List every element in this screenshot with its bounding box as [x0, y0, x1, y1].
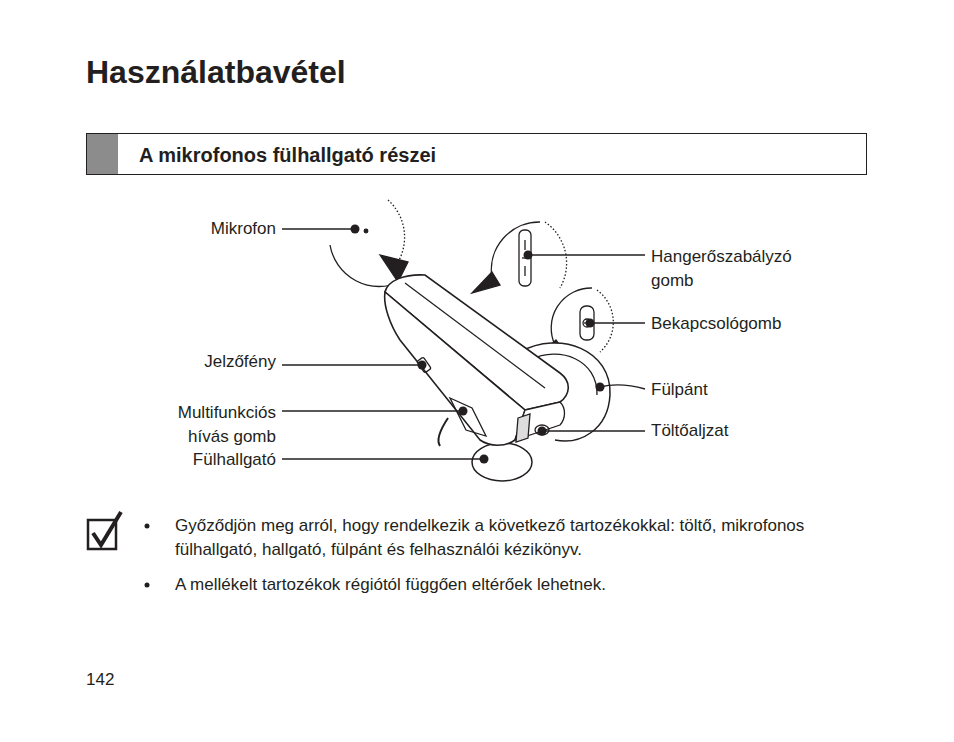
page-number: 142 — [86, 668, 166, 692]
note-text: A mellékelt tartozékok régiótól függően … — [175, 573, 875, 597]
note-text: Győződjön meg arról, hogy rendelkezik a … — [175, 514, 875, 562]
band-square — [87, 134, 118, 174]
section-heading: A mikrofonos fülhallgató részei — [139, 143, 436, 167]
part-label: Multifunkciós hívás gomb — [146, 401, 276, 449]
part-label: Mikrofon — [156, 217, 276, 241]
section-band: A mikrofonos fülhallgató részei — [86, 133, 867, 175]
note-icon — [88, 512, 121, 549]
part-label: Bekapcsológomb — [651, 312, 851, 336]
part-label: Töltőaljzat — [651, 419, 851, 443]
part-label: Hangerőszabályzó gomb — [651, 245, 811, 293]
part-label: Fülhallgató — [126, 448, 276, 472]
part-label: Jelzőfény — [126, 350, 276, 374]
page-title: Használatbavétel — [86, 52, 346, 92]
part-label: Fülpánt — [651, 378, 851, 402]
